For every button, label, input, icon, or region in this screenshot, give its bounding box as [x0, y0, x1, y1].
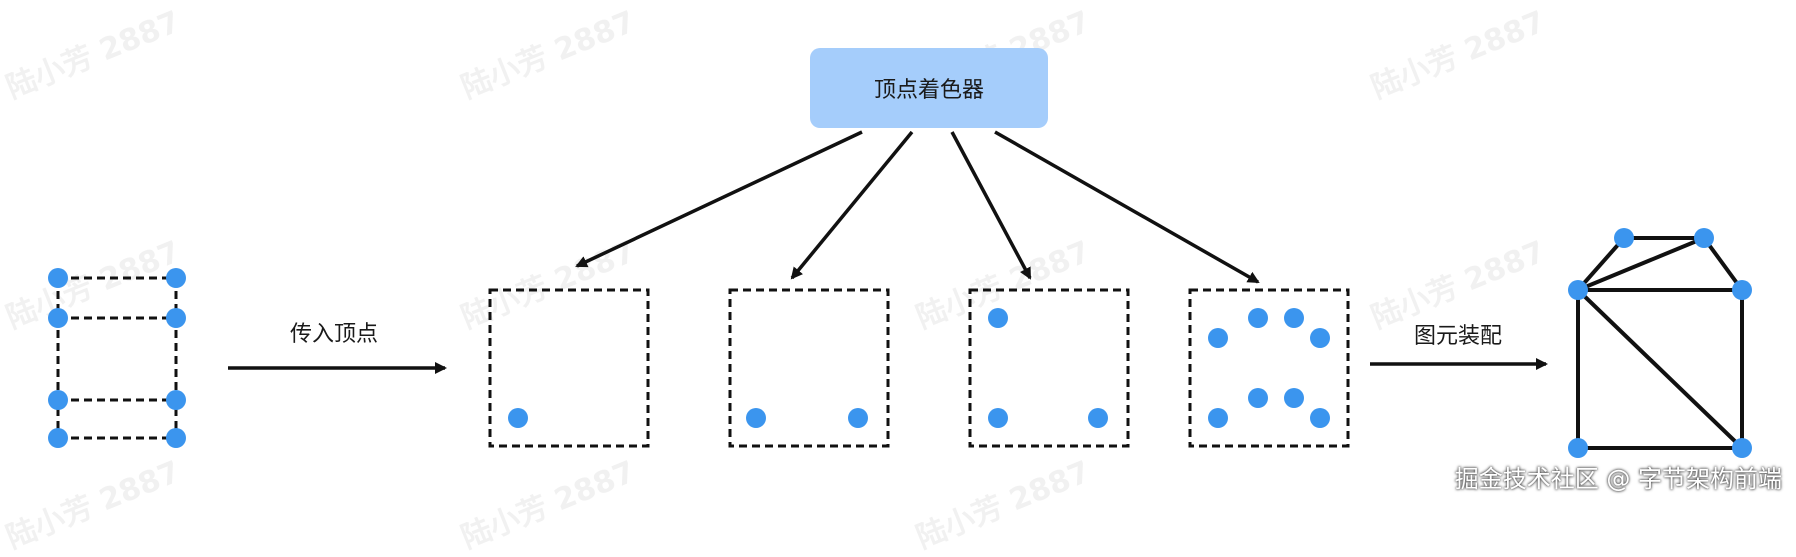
vertex-dot [1614, 228, 1634, 248]
input-vertices-label: 传入顶点 [290, 322, 379, 347]
diagram-canvas [48, 130, 1752, 458]
vertex-dot [1208, 328, 1228, 348]
vertex-dot [1732, 438, 1752, 458]
vertex-dot [746, 408, 766, 428]
vertex-dot [166, 390, 186, 410]
footer-credit: 掘金技术社区 @ 字节架构前端 [1454, 465, 1782, 493]
vertex-dot [848, 408, 868, 428]
dashed-box-3 [968, 288, 1130, 448]
vertex-dot [1248, 388, 1268, 408]
diagram-stage: 陆小芳 2887 陆小芳 2887 陆小芳 2887 陆小芳 2887 陆小芳 … [1, 5, 1782, 556]
vertex-dot [1310, 408, 1330, 428]
primitive-assembly-label: 图元装配 [1414, 324, 1503, 349]
vertex-dot [1568, 280, 1588, 300]
vertex-dot [1208, 408, 1228, 428]
vertex-dot [1284, 308, 1304, 328]
assembled-mesh [1568, 228, 1752, 458]
arrow-shader-3 [950, 131, 1032, 280]
arrow-shader-2 [790, 130, 914, 280]
vertex-shader-label: 顶点着色器 [873, 78, 984, 103]
vertex-dot [166, 308, 186, 328]
vertex-dot [1284, 388, 1304, 408]
vertex-dot [48, 428, 68, 448]
vertex-dot [988, 308, 1008, 328]
vertex-dot [1568, 438, 1588, 458]
dashed-box-1 [488, 288, 650, 448]
vertex-dot [1310, 328, 1330, 348]
dashed-box-2 [728, 288, 890, 448]
vertex-dot [48, 390, 68, 410]
arrow-shader-4 [994, 130, 1260, 284]
input-vertex-strip [48, 268, 186, 448]
vertex-dot [1732, 280, 1752, 300]
vertex-dot [1694, 228, 1714, 248]
vertex-dot [48, 268, 68, 288]
dashed-box-4 [1188, 288, 1350, 448]
vertex-dot [48, 308, 68, 328]
vertex-shader-box: 顶点着色器 [810, 48, 1048, 128]
vertex-dot [166, 268, 186, 288]
vertex-dot [1248, 308, 1268, 328]
vertex-dot [988, 408, 1008, 428]
vertex-dot [166, 428, 186, 448]
vertex-dot [508, 408, 528, 428]
vertex-dot [1088, 408, 1108, 428]
arrow-shader-1 [575, 130, 863, 268]
